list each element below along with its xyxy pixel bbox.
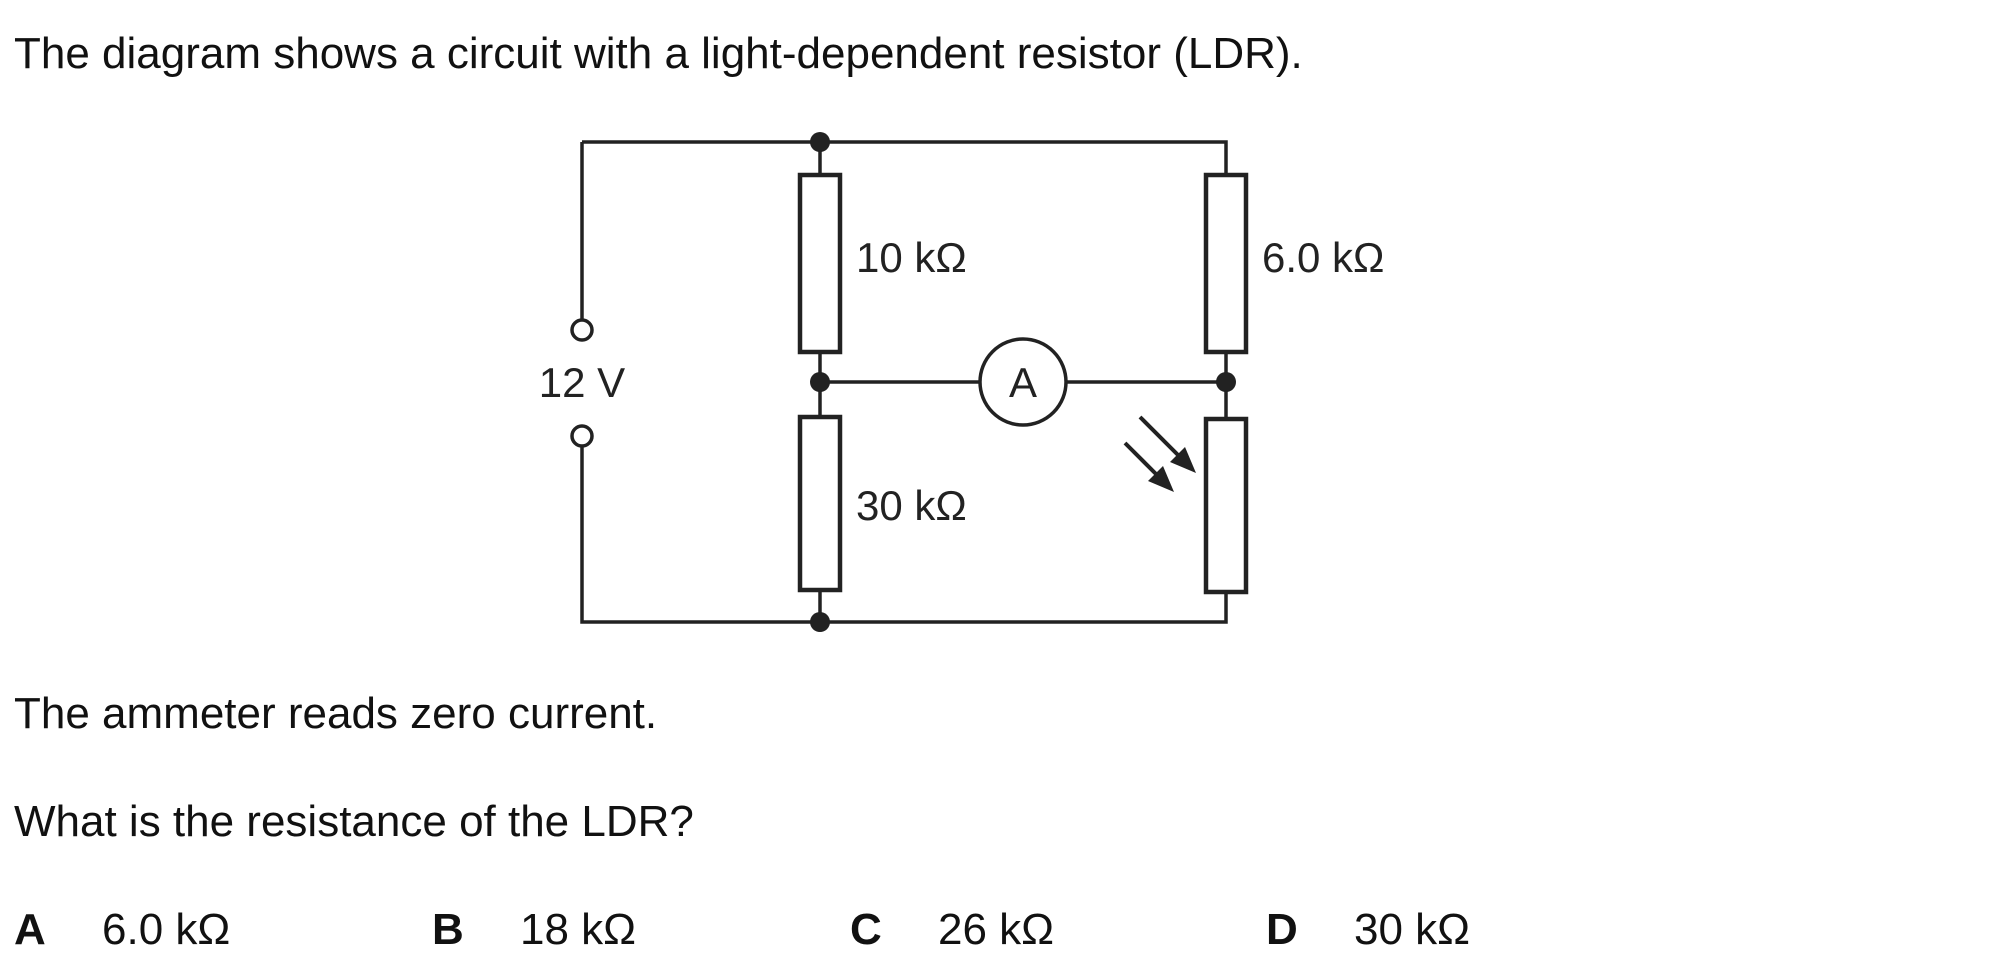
supply-label: 12 V [539, 359, 625, 406]
question-intro: The diagram shows a circuit with a light… [14, 29, 1303, 78]
question-prompt: What is the resistance of the LDR? [14, 797, 694, 846]
option-d[interactable]: D 30 kΩ [1266, 908, 1470, 952]
ammeter-label: A [1009, 359, 1037, 406]
junction-top [810, 132, 830, 152]
wire-top [582, 140, 1228, 175]
option-d-letter: D [1266, 905, 1298, 954]
option-c-letter: C [850, 905, 882, 954]
resistor-6k-label: 6.0 kΩ [1262, 234, 1384, 281]
wire-left-lower [580, 446, 1228, 624]
option-b-letter: B [432, 905, 464, 954]
supply-terminal-positive [570, 318, 594, 342]
option-b-value: 18 kΩ [520, 905, 637, 954]
resistor-30k [797, 414, 843, 593]
ammeter [978, 337, 1068, 427]
option-b[interactable]: B 18 kΩ [432, 908, 636, 952]
option-c[interactable]: C 26 kΩ [850, 908, 1054, 952]
option-a[interactable]: A 6.0 kΩ [14, 908, 230, 952]
light-arrows-icon [1123, 415, 1196, 492]
junction-right-mid [1216, 372, 1236, 392]
option-c-value: 26 kΩ [938, 905, 1055, 954]
resistor-6k [1203, 172, 1249, 355]
junction-left-mid [810, 372, 830, 392]
question-statement: The ammeter reads zero current. [14, 689, 658, 738]
resistor-10k [797, 172, 843, 355]
supply-terminal-negative [570, 424, 594, 448]
option-a-value: 6.0 kΩ [102, 905, 231, 954]
option-a-letter: A [14, 905, 46, 954]
resistor-10k-label: 10 kΩ [856, 234, 967, 281]
option-d-value: 30 kΩ [1354, 905, 1471, 954]
ldr-resistor [1203, 416, 1249, 595]
resistor-30k-label: 30 kΩ [856, 482, 967, 529]
junction-bottom [810, 612, 830, 632]
